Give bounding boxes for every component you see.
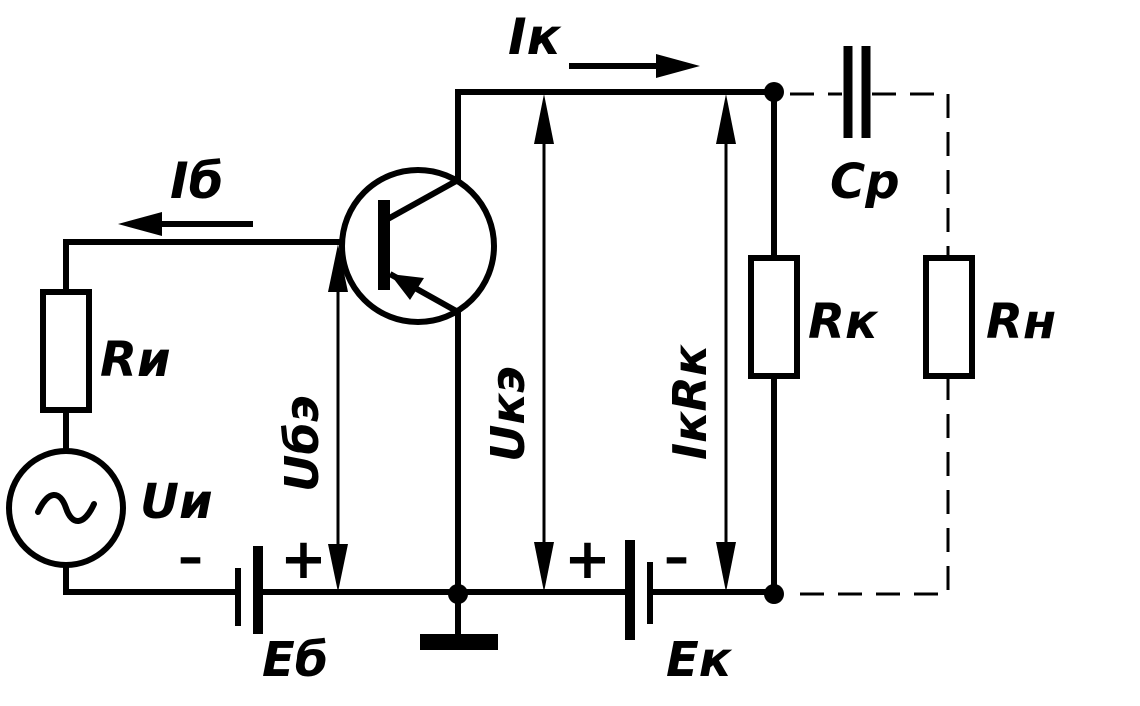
ikrk-arrow-bottom-icon: [716, 542, 736, 592]
wire-dash-top-right: [872, 92, 950, 258]
sign-eb-minus: –: [178, 528, 203, 586]
label-ikrk: IкRк: [663, 343, 717, 460]
resistor-ri: [40, 289, 92, 413]
label-ib: Iб: [170, 152, 224, 210]
label-rn: Rн: [986, 294, 1056, 350]
emitter-arrow-icon: [390, 274, 424, 300]
wire-left-bottom: [63, 562, 239, 595]
label-ik: Iк: [508, 8, 562, 66]
ib-arrow-icon: [118, 212, 162, 236]
sign-ek-minus: –: [664, 528, 689, 586]
uke-arrow-top-icon: [534, 94, 554, 144]
resistor-rk: [748, 255, 800, 379]
labels: Iб Iк Rи Uи Rк Rн Cр Eб Eк Uбэ Uкэ IкRк …: [100, 8, 1056, 688]
label-ube: Uбэ: [275, 395, 329, 492]
label-rk: Rк: [808, 294, 879, 350]
label-cp: Cр: [830, 154, 900, 210]
ikrk-arrow-top-icon: [716, 94, 736, 144]
wire-dash-bottom: [786, 376, 950, 596]
resistor-rn: [923, 255, 975, 379]
junction-emitter-ground: [448, 584, 468, 604]
label-uke: Uкэ: [481, 366, 535, 462]
arrows: [118, 54, 736, 592]
sine-wave-icon: [35, 492, 97, 524]
ube-arrow-bottom-icon: [328, 544, 348, 592]
label-ri: Rи: [100, 332, 171, 388]
load-branch: [786, 46, 975, 596]
sign-eb-plus: +: [280, 527, 327, 592]
components: [6, 167, 800, 640]
label-ek: Eк: [666, 632, 733, 688]
pnp-transistor: [339, 167, 497, 325]
label-ui: Uи: [140, 474, 213, 530]
wires: [63, 82, 784, 650]
uke-arrow-bottom-icon: [534, 542, 554, 592]
ground-bar: [420, 634, 498, 650]
ik-arrow-icon: [656, 54, 700, 78]
ube-arrow-top-icon: [328, 244, 348, 292]
wire-collector: [455, 89, 775, 183]
junction-bottom-right: [764, 584, 784, 604]
label-eb: Eб: [262, 632, 328, 688]
transistor-collector-lead: [384, 177, 460, 223]
junction-collector-right: [764, 82, 784, 102]
transistor-body: [339, 167, 497, 325]
sign-ek-plus: +: [564, 527, 611, 592]
